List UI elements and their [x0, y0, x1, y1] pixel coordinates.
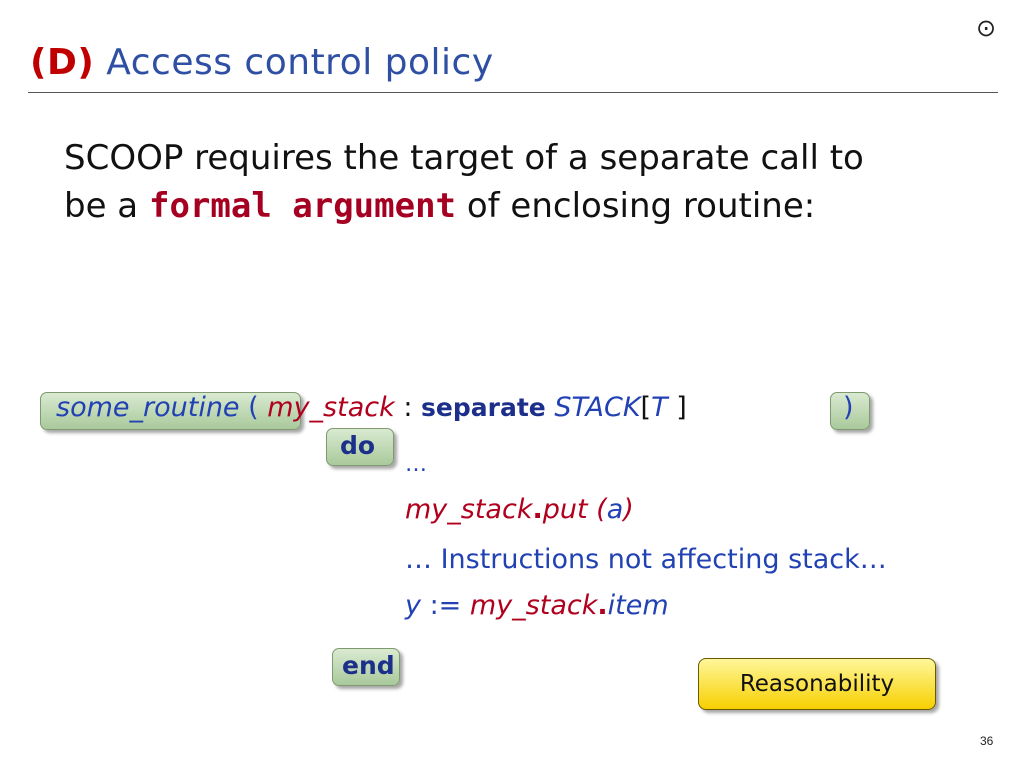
eiffel-logo-icon: ⊙: [976, 14, 997, 42]
title-divider: [28, 92, 998, 93]
close-paren-highlight: [830, 392, 870, 430]
body-line-1: SCOOP requires the target of a separate …: [64, 138, 864, 178]
reasonability-label: Reasonability: [739, 671, 895, 697]
argument-name: my_stack: [267, 392, 395, 423]
do-keyword-highlight: [326, 428, 394, 466]
end-keyword: end: [342, 651, 395, 680]
routine-name: some_routine: [56, 392, 240, 423]
title-tag: (D): [30, 42, 95, 83]
page-number: 36: [980, 734, 994, 748]
slide-title: (D) Access control policy: [30, 42, 494, 83]
reasonability-button[interactable]: Reasonability: [698, 658, 936, 710]
do-keyword: do: [340, 431, 376, 460]
body-highlight: formal argument: [148, 186, 457, 226]
code-ellipsis: …: [405, 452, 427, 477]
close-paren: ): [843, 392, 854, 423]
body-line-2: be a formal argument of enclosing routin…: [64, 186, 816, 226]
code-line-put: my_stack.put (a): [405, 494, 634, 525]
code-line-assign: y := my_stack.item: [405, 590, 669, 621]
code-comment-line: … Instructions not affecting stack…: [405, 544, 887, 575]
separate-keyword: separate: [421, 393, 546, 422]
title-text: Access control policy: [106, 42, 494, 83]
end-keyword-highlight: [332, 648, 400, 686]
type-name: STACK: [554, 392, 641, 423]
routine-name-highlight: [40, 392, 301, 430]
routine-header: some_routine ( my_stack : separate STACK…: [56, 392, 687, 423]
body-text: SCOOP requires the target of a separate …: [64, 134, 864, 230]
